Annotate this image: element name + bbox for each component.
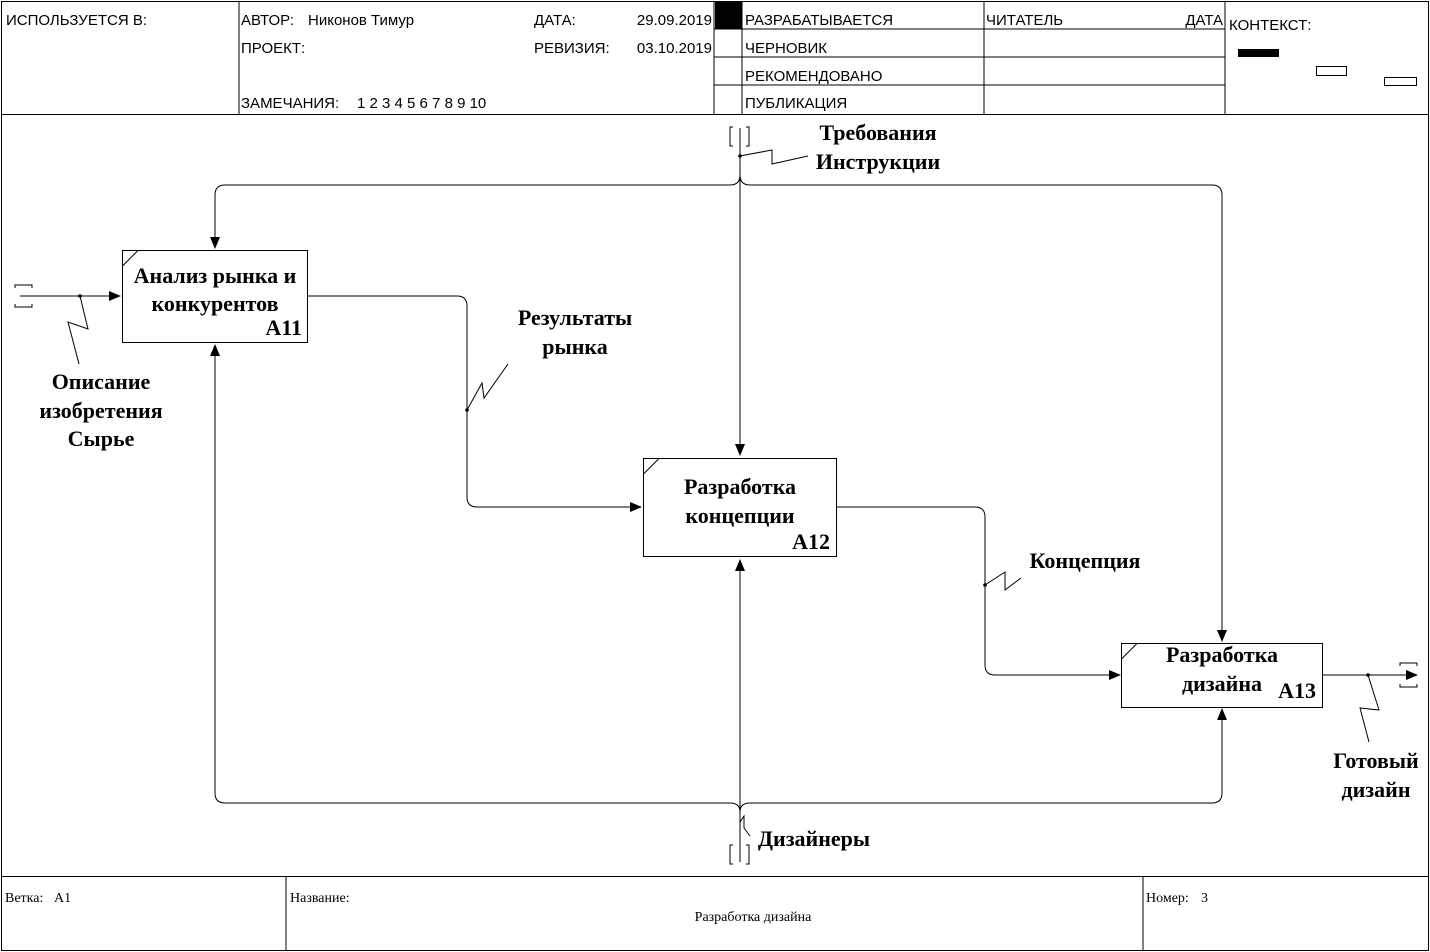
label-inputs-line3: Сырье bbox=[68, 426, 135, 451]
branch-value: A1 bbox=[54, 891, 71, 906]
box-a13-title-line1: Разработка bbox=[1166, 642, 1278, 667]
tunnel-bracket-inputs bbox=[14, 284, 33, 308]
squiggle-concept bbox=[984, 571, 1022, 591]
box-a13-node-number: A13 bbox=[1278, 678, 1316, 703]
status-working: РАЗРАБАТЫВАЕТСЯ bbox=[745, 12, 893, 29]
status-indicator-filled bbox=[715, 2, 742, 29]
label-inputs-line1: Описание bbox=[52, 369, 151, 394]
revision-label: РЕВИЗИЯ: bbox=[534, 40, 610, 57]
label-output-line2: дизайн bbox=[1342, 777, 1411, 802]
squiggle-inputs bbox=[67, 295, 89, 365]
control-branch-to-a13 bbox=[739, 174, 1227, 642]
squiggle-market-results bbox=[466, 363, 509, 411]
mechanism-branch-to-a11 bbox=[210, 344, 741, 813]
label-concept: Концепция bbox=[1030, 548, 1141, 573]
box-a12-title-line2: концепции bbox=[685, 503, 795, 528]
arrow-a11-to-a12 bbox=[308, 295, 642, 512]
tunnel-bracket-controls bbox=[729, 126, 750, 147]
notes-numbers: 1 2 3 4 5 6 7 8 9 10 bbox=[357, 95, 486, 112]
project-label: ПРОЕКТ: bbox=[241, 40, 305, 57]
number-value: 3 bbox=[1201, 891, 1208, 906]
context-thumbnail bbox=[1238, 49, 1417, 86]
label-inputs-line2: изобретения bbox=[39, 398, 162, 423]
squiggle-output bbox=[1359, 674, 1380, 743]
label-controls-line1: Требования bbox=[819, 120, 936, 145]
date-label: ДАТА: bbox=[534, 12, 576, 29]
box-a11-node-number: A11 bbox=[265, 315, 302, 340]
label-controls-line2: Инструкции bbox=[816, 149, 941, 174]
box-a12-title-line1: Разработка bbox=[684, 474, 796, 499]
label-output-line1: Готовый bbox=[1333, 748, 1419, 773]
diagram-title: Разработка дизайна bbox=[695, 910, 812, 925]
label-market-results-line1: Результаты bbox=[518, 305, 632, 330]
footer-frame bbox=[1, 876, 1429, 951]
junction-dots bbox=[78, 154, 1370, 677]
box-a11-title-line1: Анализ рынка и bbox=[134, 263, 297, 288]
branch-label: Ветка: bbox=[5, 891, 43, 906]
number-label: Номер: bbox=[1146, 891, 1189, 906]
notes-label: ЗАМЕЧАНИЯ: bbox=[241, 95, 339, 112]
label-market-results-line2: рынка bbox=[542, 334, 607, 359]
author-label: АВТОР: bbox=[241, 12, 294, 29]
tunnel-bracket-output bbox=[1399, 662, 1418, 688]
box-a13-title-line2: дизайна bbox=[1182, 671, 1262, 696]
author-value: Никонов Тимур bbox=[308, 12, 414, 29]
box-a12-node-number: A12 bbox=[792, 529, 830, 554]
squiggle-controls bbox=[739, 149, 809, 165]
status-draft: ЧЕРНОВИК bbox=[745, 40, 827, 57]
box-a13[interactable]: Разработка дизайна A13 bbox=[1121, 642, 1323, 708]
status-publication: ПУБЛИКАЦИЯ bbox=[745, 95, 847, 112]
box-a11[interactable]: Анализ рынка и конкурентов A11 bbox=[122, 250, 308, 343]
label-mechanism: Дизайнеры bbox=[758, 826, 870, 851]
reader-label: ЧИТАТЕЛЬ bbox=[986, 12, 1063, 29]
revision-value: 03.10.2019 bbox=[637, 40, 712, 57]
title-label: Название: bbox=[290, 891, 350, 906]
control-branch-to-a11 bbox=[210, 174, 741, 249]
context-label: КОНТЕКСТ: bbox=[1229, 17, 1311, 34]
reader-date-label: ДАТА bbox=[1185, 12, 1223, 29]
mechanism-branch-to-a13 bbox=[739, 708, 1227, 813]
box-a12[interactable]: Разработка концепции A12 bbox=[643, 458, 837, 557]
squiggle-mechanism bbox=[739, 814, 751, 837]
box-a11-title-line2: конкурентов bbox=[152, 291, 279, 316]
arrow-a12-to-a13 bbox=[836, 506, 1121, 680]
tunnel-bracket-mechanism bbox=[729, 844, 750, 865]
date-value: 29.09.2019 bbox=[637, 12, 712, 29]
used-in-label: ИСПОЛЬЗУЕТСЯ В: bbox=[6, 12, 147, 29]
status-recommended: РЕКОМЕНДОВАНО bbox=[745, 68, 882, 85]
